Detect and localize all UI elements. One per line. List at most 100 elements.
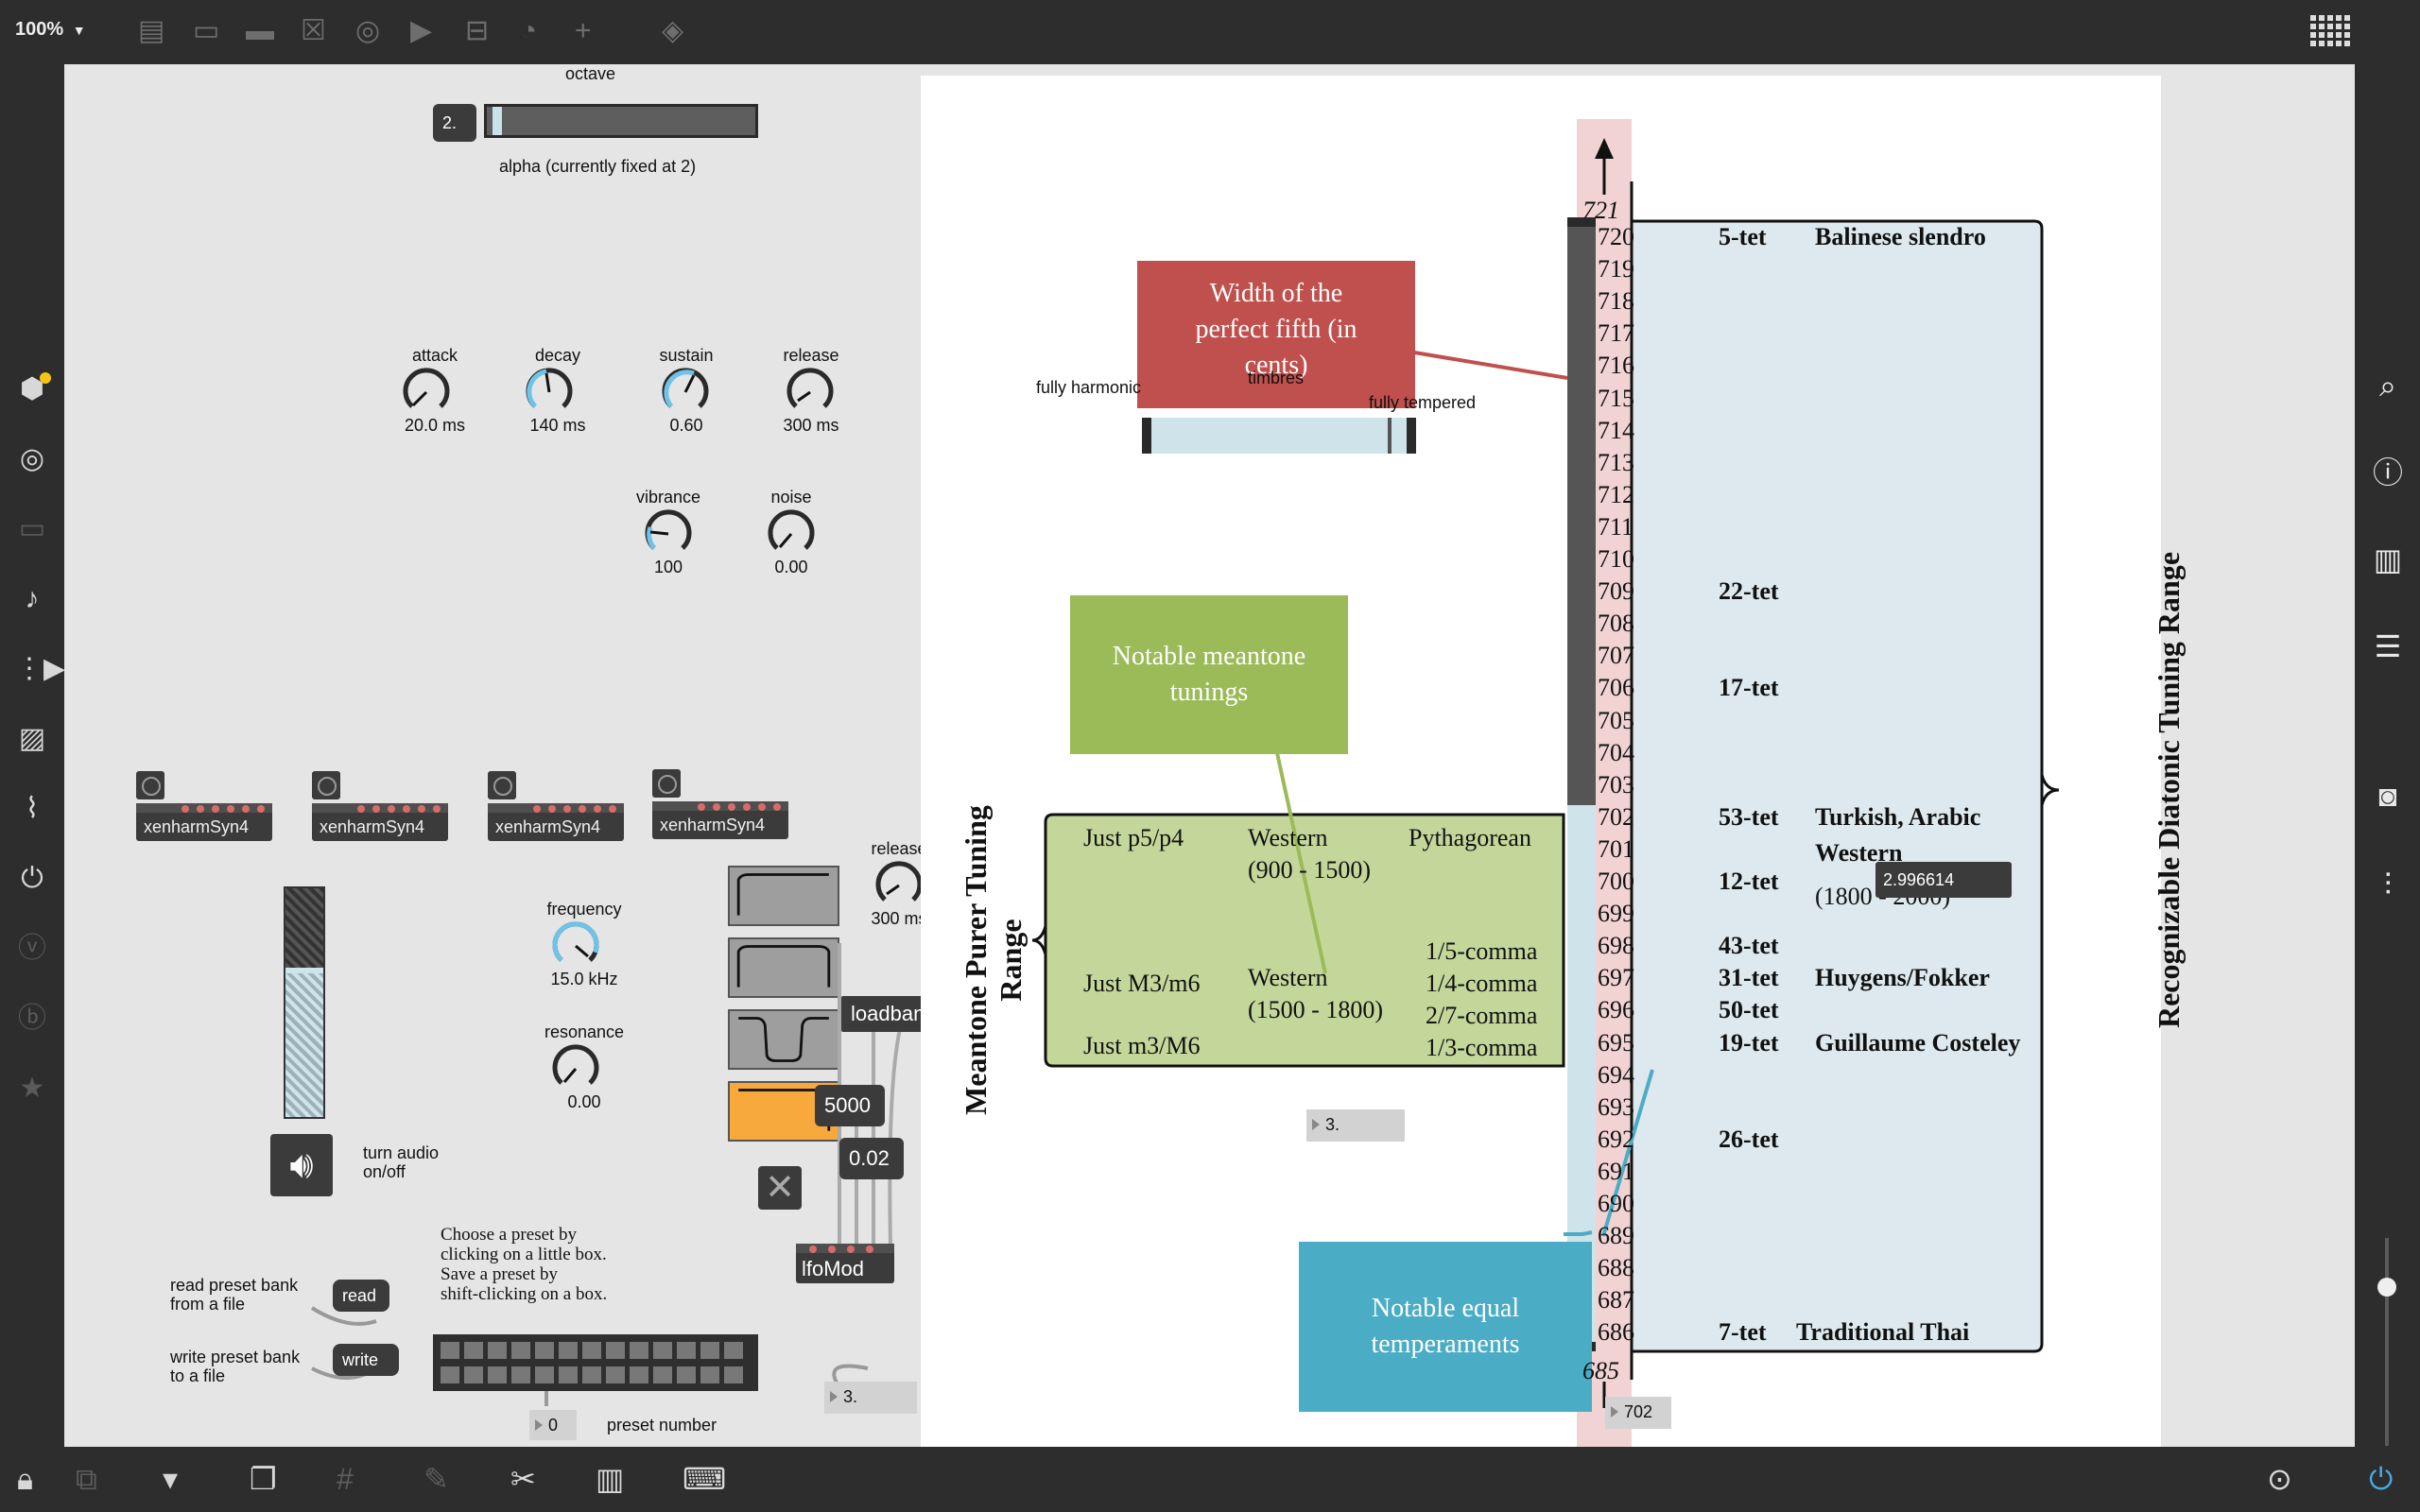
b-icon[interactable]: ⓑ — [18, 1003, 46, 1034]
lock-icon[interactable]: 🔒︎ — [17, 1462, 34, 1496]
preset-slot[interactable] — [724, 1342, 743, 1359]
preset-slot[interactable] — [559, 1366, 578, 1383]
sliders-icon[interactable]: ⫶ — [2383, 868, 2392, 902]
keyboard-grid-icon[interactable]: ⌨ — [683, 1462, 727, 1496]
preset-grid[interactable] — [433, 1334, 758, 1391]
list-icon[interactable]: ☰ — [2374, 629, 2402, 663]
preset-slot[interactable] — [535, 1366, 554, 1383]
piano-icon[interactable]: ▥ — [596, 1462, 625, 1496]
preset-slot[interactable] — [582, 1342, 601, 1359]
synth-4[interactable]: xenharmSyn4 — [652, 801, 788, 839]
preset-slot[interactable] — [700, 1342, 719, 1359]
preset-slot[interactable] — [677, 1366, 696, 1383]
paperclip-icon[interactable]: ⌇ — [25, 793, 40, 824]
paint-bucket-icon[interactable]: ◈ — [662, 15, 684, 46]
image-icon[interactable]: ▨ — [18, 723, 46, 754]
wrench-icon[interactable]: ✂ — [510, 1462, 536, 1496]
zoom-dropdown[interactable]: 100% ▼ — [15, 19, 86, 41]
preset-slot[interactable] — [582, 1366, 601, 1383]
attack-knob[interactable] — [401, 367, 452, 418]
number-5000[interactable]: 5000 — [815, 1085, 885, 1126]
release-knob[interactable] — [785, 367, 836, 418]
lowpass-filter-button[interactable] — [728, 866, 839, 926]
preset-slot[interactable] — [559, 1342, 578, 1359]
preset-slot[interactable] — [535, 1342, 554, 1359]
preset-slot[interactable] — [464, 1342, 483, 1359]
synth-2[interactable]: xenharmSyn4 — [312, 803, 448, 841]
preset-slot[interactable] — [511, 1366, 530, 1383]
grid-icon[interactable]: # — [337, 1462, 354, 1496]
presentation-icon[interactable]: ⧉ — [76, 1462, 97, 1496]
snap-icon[interactable]: ✎ — [424, 1462, 449, 1496]
layers-icon[interactable]: ❐ — [250, 1462, 277, 1496]
toggle-object-icon[interactable]: ☒ — [301, 15, 326, 46]
float-box-3[interactable]: 3. — [1306, 1109, 1405, 1142]
plus-icon[interactable]: + — [575, 15, 592, 46]
preset-slot[interactable] — [441, 1366, 459, 1383]
preset-slot[interactable] — [724, 1366, 743, 1383]
gain-slider-handle[interactable] — [285, 968, 323, 973]
read-button[interactable]: read — [333, 1280, 389, 1312]
preset-slot[interactable] — [464, 1366, 483, 1383]
preset-slot[interactable] — [441, 1342, 459, 1359]
noise-knob[interactable] — [766, 508, 817, 559]
preset-slot[interactable] — [677, 1342, 696, 1359]
synth-3-bang[interactable] — [488, 771, 516, 799]
play-circle-icon[interactable]: ⊙ — [2267, 1462, 2292, 1496]
preset-slot[interactable] — [511, 1342, 530, 1359]
number-702[interactable]: 702 — [1605, 1397, 1671, 1429]
comment-bubble-icon[interactable]: ▾ — [163, 1462, 179, 1496]
synth-1-bang[interactable] — [136, 771, 164, 799]
sustain-knob[interactable] — [660, 367, 711, 418]
preset-slot[interactable] — [700, 1366, 719, 1383]
alpha-slider[interactable] — [484, 104, 758, 138]
float-display[interactable]: 2.996614 — [1876, 862, 2012, 898]
keyboard-icon[interactable]: ▭ — [18, 513, 46, 544]
book-icon[interactable]: ▥ — [2373, 542, 2403, 576]
timbres-slider-handle[interactable] — [1388, 418, 1392, 454]
camera-icon[interactable]: ◙ — [2378, 779, 2397, 813]
preset-slot[interactable] — [606, 1366, 625, 1383]
audio-target-icon[interactable]: ◎ — [19, 443, 45, 474]
synth-4-bang[interactable] — [652, 769, 681, 798]
button-object-icon[interactable]: ◎ — [355, 15, 381, 46]
preset-slot[interactable] — [488, 1366, 507, 1383]
timbres-slider[interactable] — [1142, 418, 1416, 454]
play-object-icon[interactable]: ▶ — [410, 15, 433, 46]
synth-2-bang[interactable] — [312, 771, 340, 799]
slider-object-icon[interactable]: ⊟ — [465, 15, 490, 46]
alpha-slider-handle[interactable] — [493, 107, 502, 135]
plug-icon[interactable]: ⏻ — [21, 863, 43, 894]
preset-number-box[interactable]: 0 — [529, 1410, 577, 1440]
notch-filter-button[interactable] — [728, 1009, 839, 1070]
dial-object-icon[interactable]: ◔ — [520, 15, 538, 46]
bandpass-filter-button[interactable] — [728, 937, 839, 998]
preset-slot[interactable] — [606, 1342, 625, 1359]
write-button[interactable]: write — [333, 1344, 399, 1376]
volume-slider[interactable] — [2373, 1238, 2401, 1446]
info-icon[interactable]: ⓘ — [2372, 455, 2403, 490]
comment-icon[interactable]: ▬ — [246, 15, 274, 46]
audio-toggle-button[interactable]: 🔊︎ — [270, 1134, 333, 1196]
lfo-release-knob[interactable] — [873, 860, 925, 911]
search-icon[interactable]: ⌕ — [2379, 369, 2396, 403]
lfomod-object[interactable]: lfoMod — [796, 1244, 894, 1283]
grid-app-icon[interactable] — [2310, 15, 2352, 49]
preset-slot[interactable] — [488, 1342, 507, 1359]
resonance-knob[interactable] — [550, 1043, 601, 1094]
synth-3[interactable]: xenharmSyn4 — [488, 803, 624, 841]
media-icon[interactable]: ⋮▶ — [15, 653, 66, 684]
preset-slot[interactable] — [630, 1342, 648, 1359]
preset-slot[interactable] — [630, 1366, 648, 1383]
star-icon[interactable]: ★ — [19, 1073, 45, 1104]
packages-icon[interactable]: ⬢ — [15, 372, 51, 406]
message-object-icon[interactable]: ▭ — [193, 15, 220, 46]
v-icon[interactable]: ⓥ — [18, 933, 46, 964]
preset-slot[interactable] — [653, 1366, 672, 1383]
music-note-icon[interactable]: ♪ — [25, 583, 40, 614]
octave-number-box[interactable]: 2. — [433, 104, 476, 142]
volume-handle[interactable] — [2377, 1278, 2396, 1297]
gain-slider[interactable] — [284, 886, 325, 1119]
power-icon[interactable]: ⏻ — [2369, 1462, 2394, 1496]
vibrance-knob[interactable] — [643, 508, 694, 559]
